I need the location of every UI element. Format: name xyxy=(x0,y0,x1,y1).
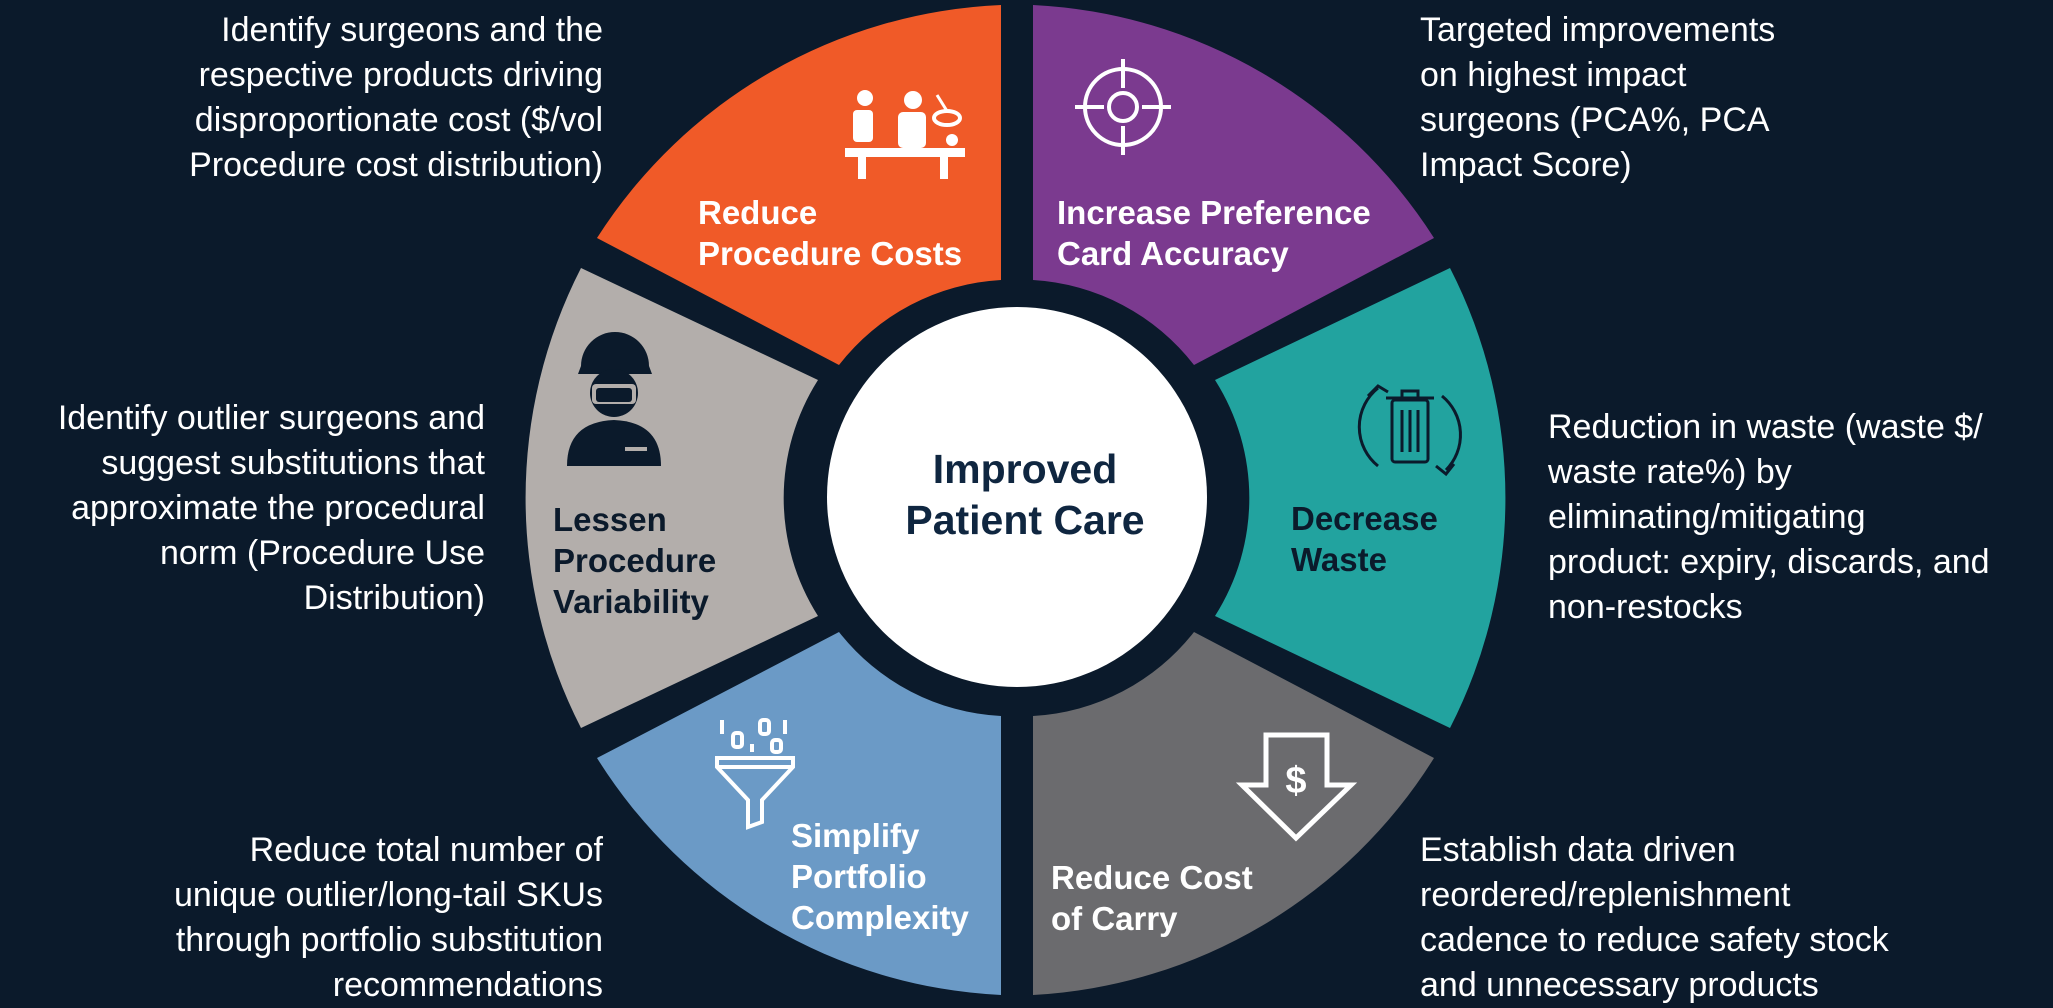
segment-label-line: Procedure Costs xyxy=(698,235,963,272)
description-line: surgeons (PCA%, PCA xyxy=(1420,101,1770,139)
description-increase-preference-card-accuracy: Targeted improvements on highest impact … xyxy=(1420,8,1980,188)
description-line: cadence to reduce safety stock xyxy=(1420,921,1889,959)
description-line: waste rate%) by xyxy=(1548,453,1792,491)
target-icon xyxy=(1075,59,1171,155)
dollar-down-arrow-icon: $ xyxy=(1235,732,1358,842)
segment-label-line: Variability xyxy=(553,583,709,620)
segment-label-line: of Carry xyxy=(1051,900,1178,937)
description-line: and unnecessary products xyxy=(1420,966,1819,1004)
segment-label-lessen-procedure-variability: Lessen Procedure Variability xyxy=(553,499,716,622)
segment-label-line: Lessen xyxy=(553,501,667,538)
description-line: disproportionate cost ($/vol xyxy=(194,101,603,139)
surgeon-icon xyxy=(567,332,661,466)
description-line: Establish data driven xyxy=(1420,831,1736,869)
description-line: approximate the procedural xyxy=(71,489,485,527)
description-lessen-procedure-variability: Identify outlier surgeons and suggest su… xyxy=(5,396,485,621)
center-title-line: Patient Care xyxy=(905,497,1145,543)
description-decrease-waste: Reduction in waste (waste $/ waste rate%… xyxy=(1548,405,2048,630)
svg-text:$: $ xyxy=(1285,760,1306,802)
description-line: on highest impact xyxy=(1420,56,1687,94)
description-line: reordered/replenishment xyxy=(1420,876,1791,914)
description-line: norm (Procedure Use xyxy=(159,534,485,572)
description-reduce-cost-of-carry: Establish data driven reordered/replenis… xyxy=(1420,828,2020,1008)
description-line: Reduction in waste (waste $/ xyxy=(1548,408,1983,446)
segment-label-increase-preference-card-accuracy: Increase Preference Card Accuracy xyxy=(1057,192,1371,274)
segment-label-decrease-waste: Decrease Waste xyxy=(1291,498,1438,580)
description-line: through portfolio substitution xyxy=(175,921,603,959)
center-title-line: Improved xyxy=(932,446,1118,492)
description-line: product: expiry, discards, and xyxy=(1548,543,1990,581)
segment-label-line: Reduce Cost xyxy=(1051,859,1253,896)
description-line: eliminating/mitigating xyxy=(1548,498,1866,536)
center-title: Improved Patient Care xyxy=(835,444,1215,546)
center-circle xyxy=(827,307,1207,687)
description-line: unique outlier/long-tail SKUs xyxy=(173,876,603,914)
description-line: Impact Score) xyxy=(1420,146,1632,184)
segment-decrease-waste xyxy=(1215,268,1506,728)
segment-reduce-cost-of-carry xyxy=(1033,632,1434,995)
segment-label-line: Decrease xyxy=(1291,500,1438,537)
description-line: suggest substitutions that xyxy=(101,444,485,482)
segment-lessen-procedure-variability xyxy=(525,268,818,728)
description-line: Reduce total number of xyxy=(249,831,603,869)
segment-label-line: Complexity xyxy=(791,899,969,936)
description-line: non-restocks xyxy=(1548,588,1743,626)
description-line: Procedure cost distribution) xyxy=(189,146,603,184)
segment-label-reduce-procedure-costs: Reduce Procedure Costs xyxy=(698,192,962,274)
description-line: Identify outlier surgeons and xyxy=(57,399,485,437)
recycle-trash-icon xyxy=(1357,384,1462,477)
segment-label-simplify-portfolio-complexity: Simplify Portfolio Complexity xyxy=(791,815,969,938)
segment-label-line: Simplify xyxy=(791,817,920,854)
segment-label-line: Waste xyxy=(1291,541,1387,578)
surgery-icon xyxy=(845,90,965,179)
description-line: Distribution) xyxy=(303,579,485,617)
description-line: Targeted improvements xyxy=(1420,11,1776,49)
description-line: Identify surgeons and the xyxy=(221,11,603,49)
segment-reduce-procedure-costs xyxy=(597,5,1001,365)
description-reduce-procedure-costs: Identify surgeons and the respective pro… xyxy=(43,8,603,188)
segment-label-reduce-cost-of-carry: Reduce Cost of Carry xyxy=(1051,857,1253,939)
segment-label-line: Increase Preference xyxy=(1057,194,1371,231)
description-simplify-portfolio-complexity: Reduce total number of unique outlier/lo… xyxy=(43,828,603,1008)
segment-label-line: Reduce xyxy=(698,194,818,231)
description-line: recommendations xyxy=(332,966,603,1004)
segment-label-line: Portfolio xyxy=(791,858,927,895)
description-line: respective products driving xyxy=(198,56,603,94)
segment-label-line: Card Accuracy xyxy=(1057,235,1289,272)
segment-simplify-portfolio-complexity xyxy=(597,632,1001,995)
filter-funnel-icon xyxy=(715,718,795,830)
segment-label-line: Procedure xyxy=(553,542,717,579)
